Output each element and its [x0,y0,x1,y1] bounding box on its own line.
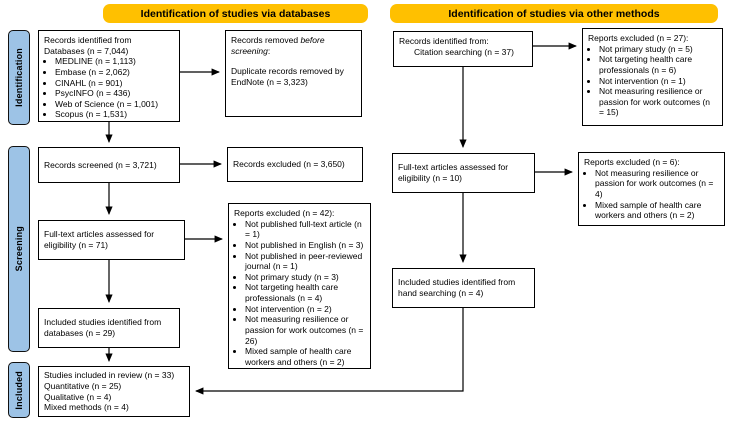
stage-label-included: Included [8,362,30,418]
records-excluded-text: Records excluded (n = 3,650) [233,159,345,170]
fulltext-assessed-databases-text: Full-text articles assessed for eligibil… [44,229,155,250]
list-item: Not intervention (n = 2) [245,304,365,315]
box-citation-searching: Records identified from: Citation search… [393,31,533,67]
header-other-methods: Identification of studies via other meth… [390,4,718,23]
list-item: Not intervention (n = 1) [599,76,717,87]
reports-excluded-other-screening-bullet-list: Not primary study (n = 5)Not targeting h… [588,44,717,118]
list-item: Studies included in review (n = 33) [44,370,175,381]
stage-label-identification-text: Identification [14,48,24,107]
stage-label-screening: Screening [8,146,30,352]
list-item: Not measuring resilience or passion for … [599,86,717,118]
stage-label-included-text: Included [14,370,24,410]
list-item: Not primary study (n = 3) [245,272,365,283]
reports-excluded-other-fulltext-title: Reports excluded (n = 6): [584,157,680,167]
list-item: Qualitative (n = 4) [44,391,112,402]
list-item: Not measuring resilience or passion for … [245,314,365,346]
list-item: Not measuring resilience or passion for … [595,168,719,200]
studies-included-review-lines: Studies included in review (n = 33)Quant… [44,370,184,413]
list-item: Quantitative (n = 25) [44,380,122,391]
box-records-identified-databases: Records identified from Databases (n = 7… [38,30,180,122]
records-identified-source: Databases (n = 7,044) [44,45,129,56]
stage-label-screening-text: Screening [14,226,24,272]
records-identified-intro: Records identified from [44,35,132,45]
list-item: Not published in English (n = 3) [245,240,365,251]
records-removed-detail: Duplicate records removed by EndNote (n … [231,66,344,87]
list-item: CINAHL (n = 901) [55,78,174,89]
citation-searching-source: Citation searching (n = 37) [414,46,514,57]
records-screened-text: Records screened (n = 3,721) [44,159,157,170]
box-studies-included-review: Studies included in review (n = 33)Quant… [38,366,190,417]
list-item: Not targeting health care professionals … [245,282,365,303]
reports-excluded-other-fulltext-bullet-list: Not measuring resilience or passion for … [584,168,719,221]
list-item: Not published full-text article (n = 1) [245,219,365,240]
box-records-removed: Records removed before screening: Duplic… [225,30,362,117]
records-removed-emphasis: before screening [231,35,325,56]
box-included-studies-databases: Included studies identified from databas… [38,308,180,348]
list-item: Mixed methods (n = 4) [44,402,129,413]
stage-label-identification: Identification [8,30,30,125]
list-item: Scopus (n = 1,531) [55,109,174,120]
list-item: Not published in peer-reviewed journal (… [245,251,365,272]
records-removed-title: Records removed before screening: [231,35,325,56]
list-item: Embase (n = 2,062) [55,67,174,78]
box-records-screened: Records screened (n = 3,721) [38,147,180,183]
list-item: PsycINFO (n = 436) [55,88,174,99]
list-item: Web of Science (n = 1,001) [55,99,174,110]
list-item: Not targeting health care professionals … [599,54,717,75]
reports-excluded-databases-title: Reports excluded (n = 42): [234,208,335,218]
box-reports-excluded-other-screening: Reports excluded (n = 27): Not primary s… [582,28,723,126]
header-databases: Identification of studies via databases [103,4,368,23]
included-studies-databases-text: Included studies identified from databas… [44,317,162,338]
box-reports-excluded-other-fulltext: Reports excluded (n = 6): Not measuring … [578,152,725,226]
hand-searching-text: Included studies identified from hand se… [398,277,516,298]
box-hand-searching: Included studies identified from hand se… [392,268,535,308]
box-fulltext-assessed-databases: Full-text articles assessed for eligibil… [38,220,185,260]
list-item: Not primary study (n = 5) [599,44,717,55]
records-identified-bullet-list: MEDLINE (n = 1,113)Embase (n = 2,062)CIN… [44,56,174,120]
box-fulltext-assessed-other: Full-text articles assessed for eligibil… [392,153,535,193]
list-item: Mixed sample of health care workers and … [245,346,365,367]
reports-excluded-other-screening-title: Reports excluded (n = 27): [588,33,689,43]
citation-searching-intro: Records identified from: [399,36,489,46]
box-records-excluded: Records excluded (n = 3,650) [227,147,363,182]
fulltext-assessed-other-text: Full-text articles assessed for eligibil… [398,162,509,183]
list-item: Mixed sample of health care workers and … [595,200,719,221]
box-reports-excluded-databases: Reports excluded (n = 42): Not published… [228,203,371,369]
reports-excluded-databases-bullet-list: Not published full-text article (n = 1)N… [234,219,365,368]
list-item: MEDLINE (n = 1,113) [55,56,174,67]
